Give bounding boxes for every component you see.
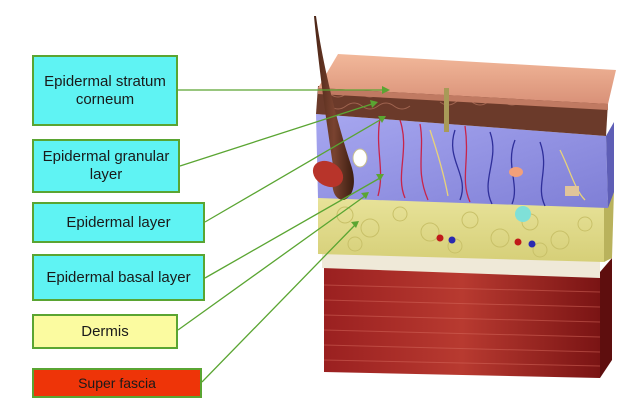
leader-lines [177, 89, 382, 383]
label-granular-layer-text: Epidermal granular layer [42, 148, 170, 183]
leader-line-super-fascia [201, 224, 356, 383]
label-super-fascia: Super fascia [32, 368, 202, 398]
leader-line-epidermal-layer [204, 119, 381, 223]
leader-line-basal-layer [204, 177, 381, 279]
label-stratum-corneum: Epidermal stratum corneum [32, 55, 178, 126]
label-dermis-text: Dermis [81, 322, 129, 340]
stratum-corneum-layer [318, 54, 616, 110]
fat-layer [318, 190, 614, 262]
leader-line-granular-layer [179, 103, 373, 167]
label-basal-layer: Epidermal basal layer [32, 254, 205, 301]
label-super-fascia-text: Super fascia [78, 375, 156, 391]
label-epidermal-layer-text: Epidermal layer [66, 213, 171, 231]
leader-line-dermis [177, 195, 366, 331]
label-basal-layer-text: Epidermal basal layer [46, 268, 191, 286]
hair-follicle [312, 16, 449, 200]
muscle-layer [323, 258, 612, 378]
label-epidermal-layer: Epidermal layer [32, 202, 205, 243]
fascia-band [322, 250, 600, 278]
epidermal-layer [316, 114, 614, 222]
leader-arrowheads [351, 86, 390, 228]
label-stratum-corneum-text: Epidermal stratum corneum [44, 72, 166, 108]
label-dermis: Dermis [32, 314, 178, 349]
label-granular-layer: Epidermal granular layer [32, 139, 180, 193]
